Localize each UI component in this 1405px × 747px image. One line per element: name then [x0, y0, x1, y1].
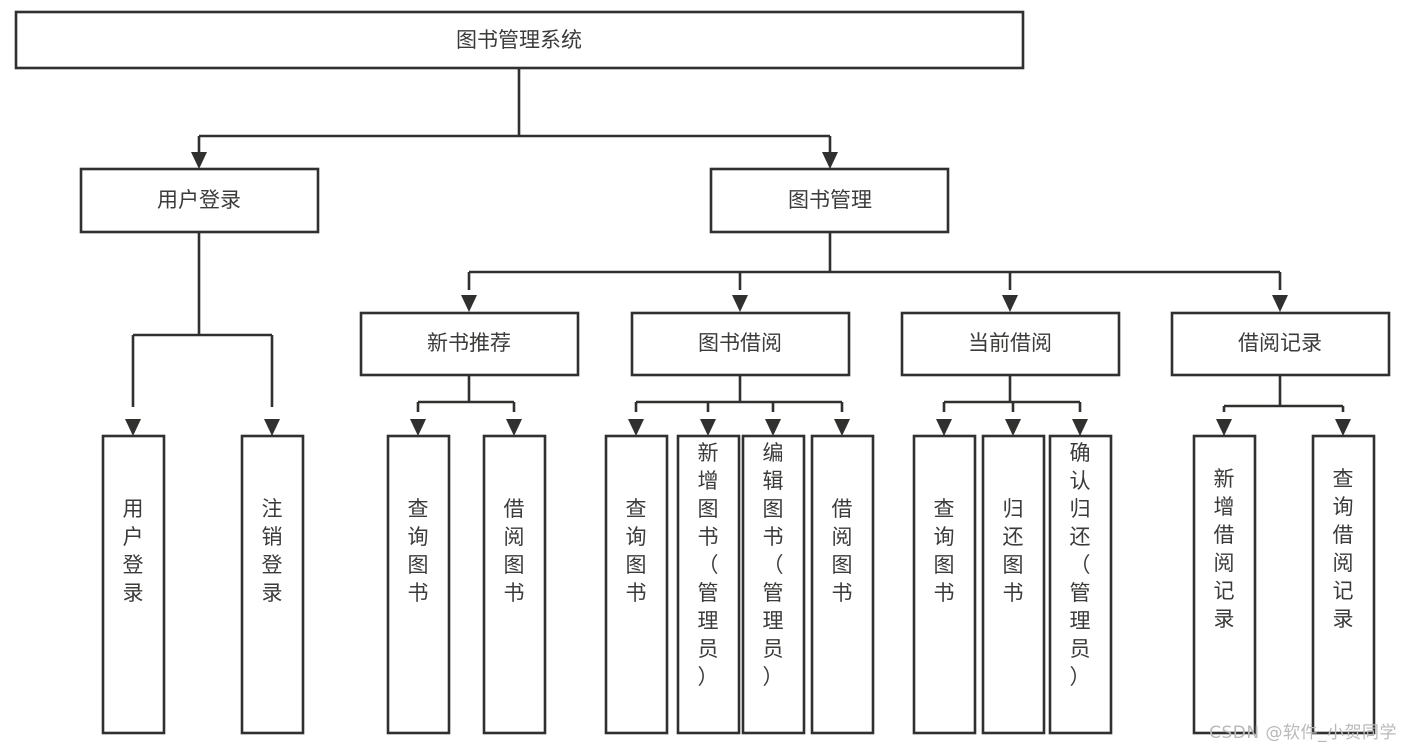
leaf-book-borrow-query-label: 查询图书	[626, 497, 647, 605]
node-borrow-record[interactable]: 借阅记录	[1170, 311, 1391, 377]
leaf-new-book-borrow[interactable]: 借阅图书	[482, 434, 547, 735]
leaf-borrow-record-add[interactable]: 新增借阅记录	[1192, 434, 1257, 735]
leaf-book-borrow-edit[interactable]: 编辑图书（管理员）	[741, 434, 806, 735]
leaf-user-login-logout[interactable]: 注销登录	[240, 434, 305, 735]
leaf-current-borrow-confirm[interactable]: 确认归还（管理员）	[1048, 434, 1113, 735]
leaf-book-borrow-borrow[interactable]: 借阅图书	[810, 434, 875, 735]
connector-root-to-level2	[191, 68, 838, 169]
leaf-current-borrow-return-label: 归还图书	[1003, 497, 1024, 605]
leaf-user-login-login[interactable]: 用户登录	[101, 434, 166, 735]
leaf-user-login-login-label: 用户登录	[123, 497, 144, 605]
connector-borrowrecord-to-leaves	[1216, 375, 1351, 436]
leaf-new-book-query-label: 查询图书	[408, 497, 429, 605]
connector-bookborrow-to-leaves	[628, 375, 850, 436]
leaf-current-borrow-query[interactable]: 查询图书	[912, 434, 977, 735]
node-user-login-label: 用户登录	[157, 188, 241, 212]
leaf-current-borrow-confirm-label: 确认归还（管理员）	[1070, 441, 1091, 689]
node-book-borrow[interactable]: 图书借阅	[630, 311, 851, 377]
node-book-management-label: 图书管理	[788, 188, 872, 212]
leaf-new-book-borrow-label: 借阅图书	[504, 497, 525, 605]
connector-userlogin-to-leaves	[125, 232, 280, 436]
node-book-management[interactable]: 图书管理	[709, 167, 950, 234]
node-root-label: 图书管理系统	[456, 28, 582, 52]
node-new-book-recommend-label: 新书推荐	[427, 331, 511, 355]
leaf-current-borrow-return[interactable]: 归还图书	[981, 434, 1046, 735]
leaf-borrow-record-add-label: 新增借阅记录	[1214, 467, 1235, 631]
leaf-new-book-query[interactable]: 查询图书	[386, 434, 451, 735]
leaf-borrow-record-query[interactable]: 查询借阅记录	[1311, 434, 1376, 735]
leaf-book-borrow-edit-label: 编辑图书（管理员）	[763, 441, 784, 689]
connector-bookmgmt-to-level3	[461, 232, 1288, 312]
node-book-borrow-label: 图书借阅	[698, 331, 782, 355]
leaf-current-borrow-query-label: 查询图书	[934, 497, 955, 605]
leaf-user-login-logout-label: 注销登录	[262, 497, 283, 605]
leaf-book-borrow-add-label: 新增图书（管理员）	[698, 441, 719, 689]
node-user-login[interactable]: 用户登录	[79, 167, 320, 234]
csdn-watermark: CSDN @软件_小贺同学	[1209, 723, 1397, 743]
node-borrow-record-label: 借阅记录	[1238, 331, 1322, 355]
leaf-book-borrow-borrow-label: 借阅图书	[832, 497, 853, 605]
connector-currentborrow-to-leaves	[936, 375, 1088, 436]
leaf-borrow-record-query-label: 查询借阅记录	[1333, 467, 1354, 631]
leaf-book-borrow-add[interactable]: 新增图书（管理员）	[676, 434, 741, 735]
leaf-book-borrow-query[interactable]: 查询图书	[604, 434, 669, 735]
connector-newbook-to-leaves	[410, 375, 522, 436]
node-current-borrow-label: 当前借阅	[968, 331, 1052, 355]
node-new-book-recommend[interactable]: 新书推荐	[359, 311, 580, 377]
node-current-borrow[interactable]: 当前借阅	[900, 311, 1121, 377]
node-root[interactable]: 图书管理系统	[14, 10, 1025, 70]
